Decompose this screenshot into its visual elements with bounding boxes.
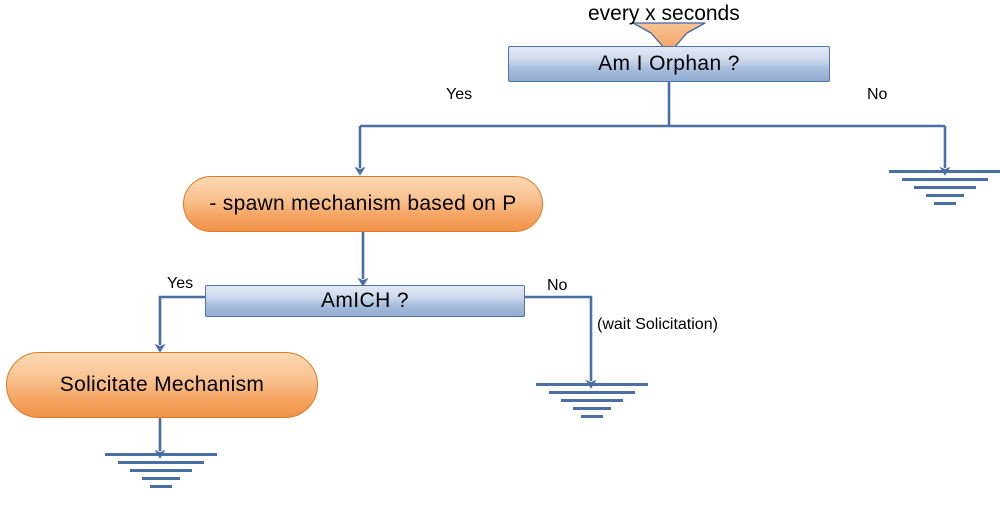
node-am-i-orphan[interactable]: Am I Orphan ? xyxy=(508,46,830,82)
annotation-trigger-note: every x seconds xyxy=(588,2,740,25)
edge-label-orphan-no: No xyxy=(867,86,888,103)
node-am-i-orphan-label: Am I Orphan ? xyxy=(598,52,740,75)
node-solicitate-mechanism-label: Solicitate Mechanism xyxy=(59,373,265,396)
terminator-ground-after-solicitate xyxy=(103,453,219,493)
edge-label-orphan-yes: Yes xyxy=(446,86,473,103)
node-spawn-mechanism-label: - spawn mechanism based on P xyxy=(209,192,517,215)
wire-amich-no xyxy=(525,295,597,389)
node-solicitate-mechanism[interactable]: Solicitate Mechanism xyxy=(6,352,318,418)
node-am-i-ch[interactable]: AmICH ? xyxy=(205,285,525,317)
node-am-i-ch-label: AmICH ? xyxy=(321,289,409,312)
terminator-ground-no-orphan xyxy=(885,170,1000,210)
edge-label-amich-yes: Yes xyxy=(167,275,194,292)
annotation-wait-solicitation: (wait Solicitation) xyxy=(597,316,718,333)
wire-amich-yes xyxy=(154,295,205,353)
node-spawn-mechanism[interactable]: - spawn mechanism based on P xyxy=(183,176,543,232)
terminator-ground-wait-solicitation xyxy=(534,383,650,423)
edge-label-amich-no: No xyxy=(547,277,568,294)
